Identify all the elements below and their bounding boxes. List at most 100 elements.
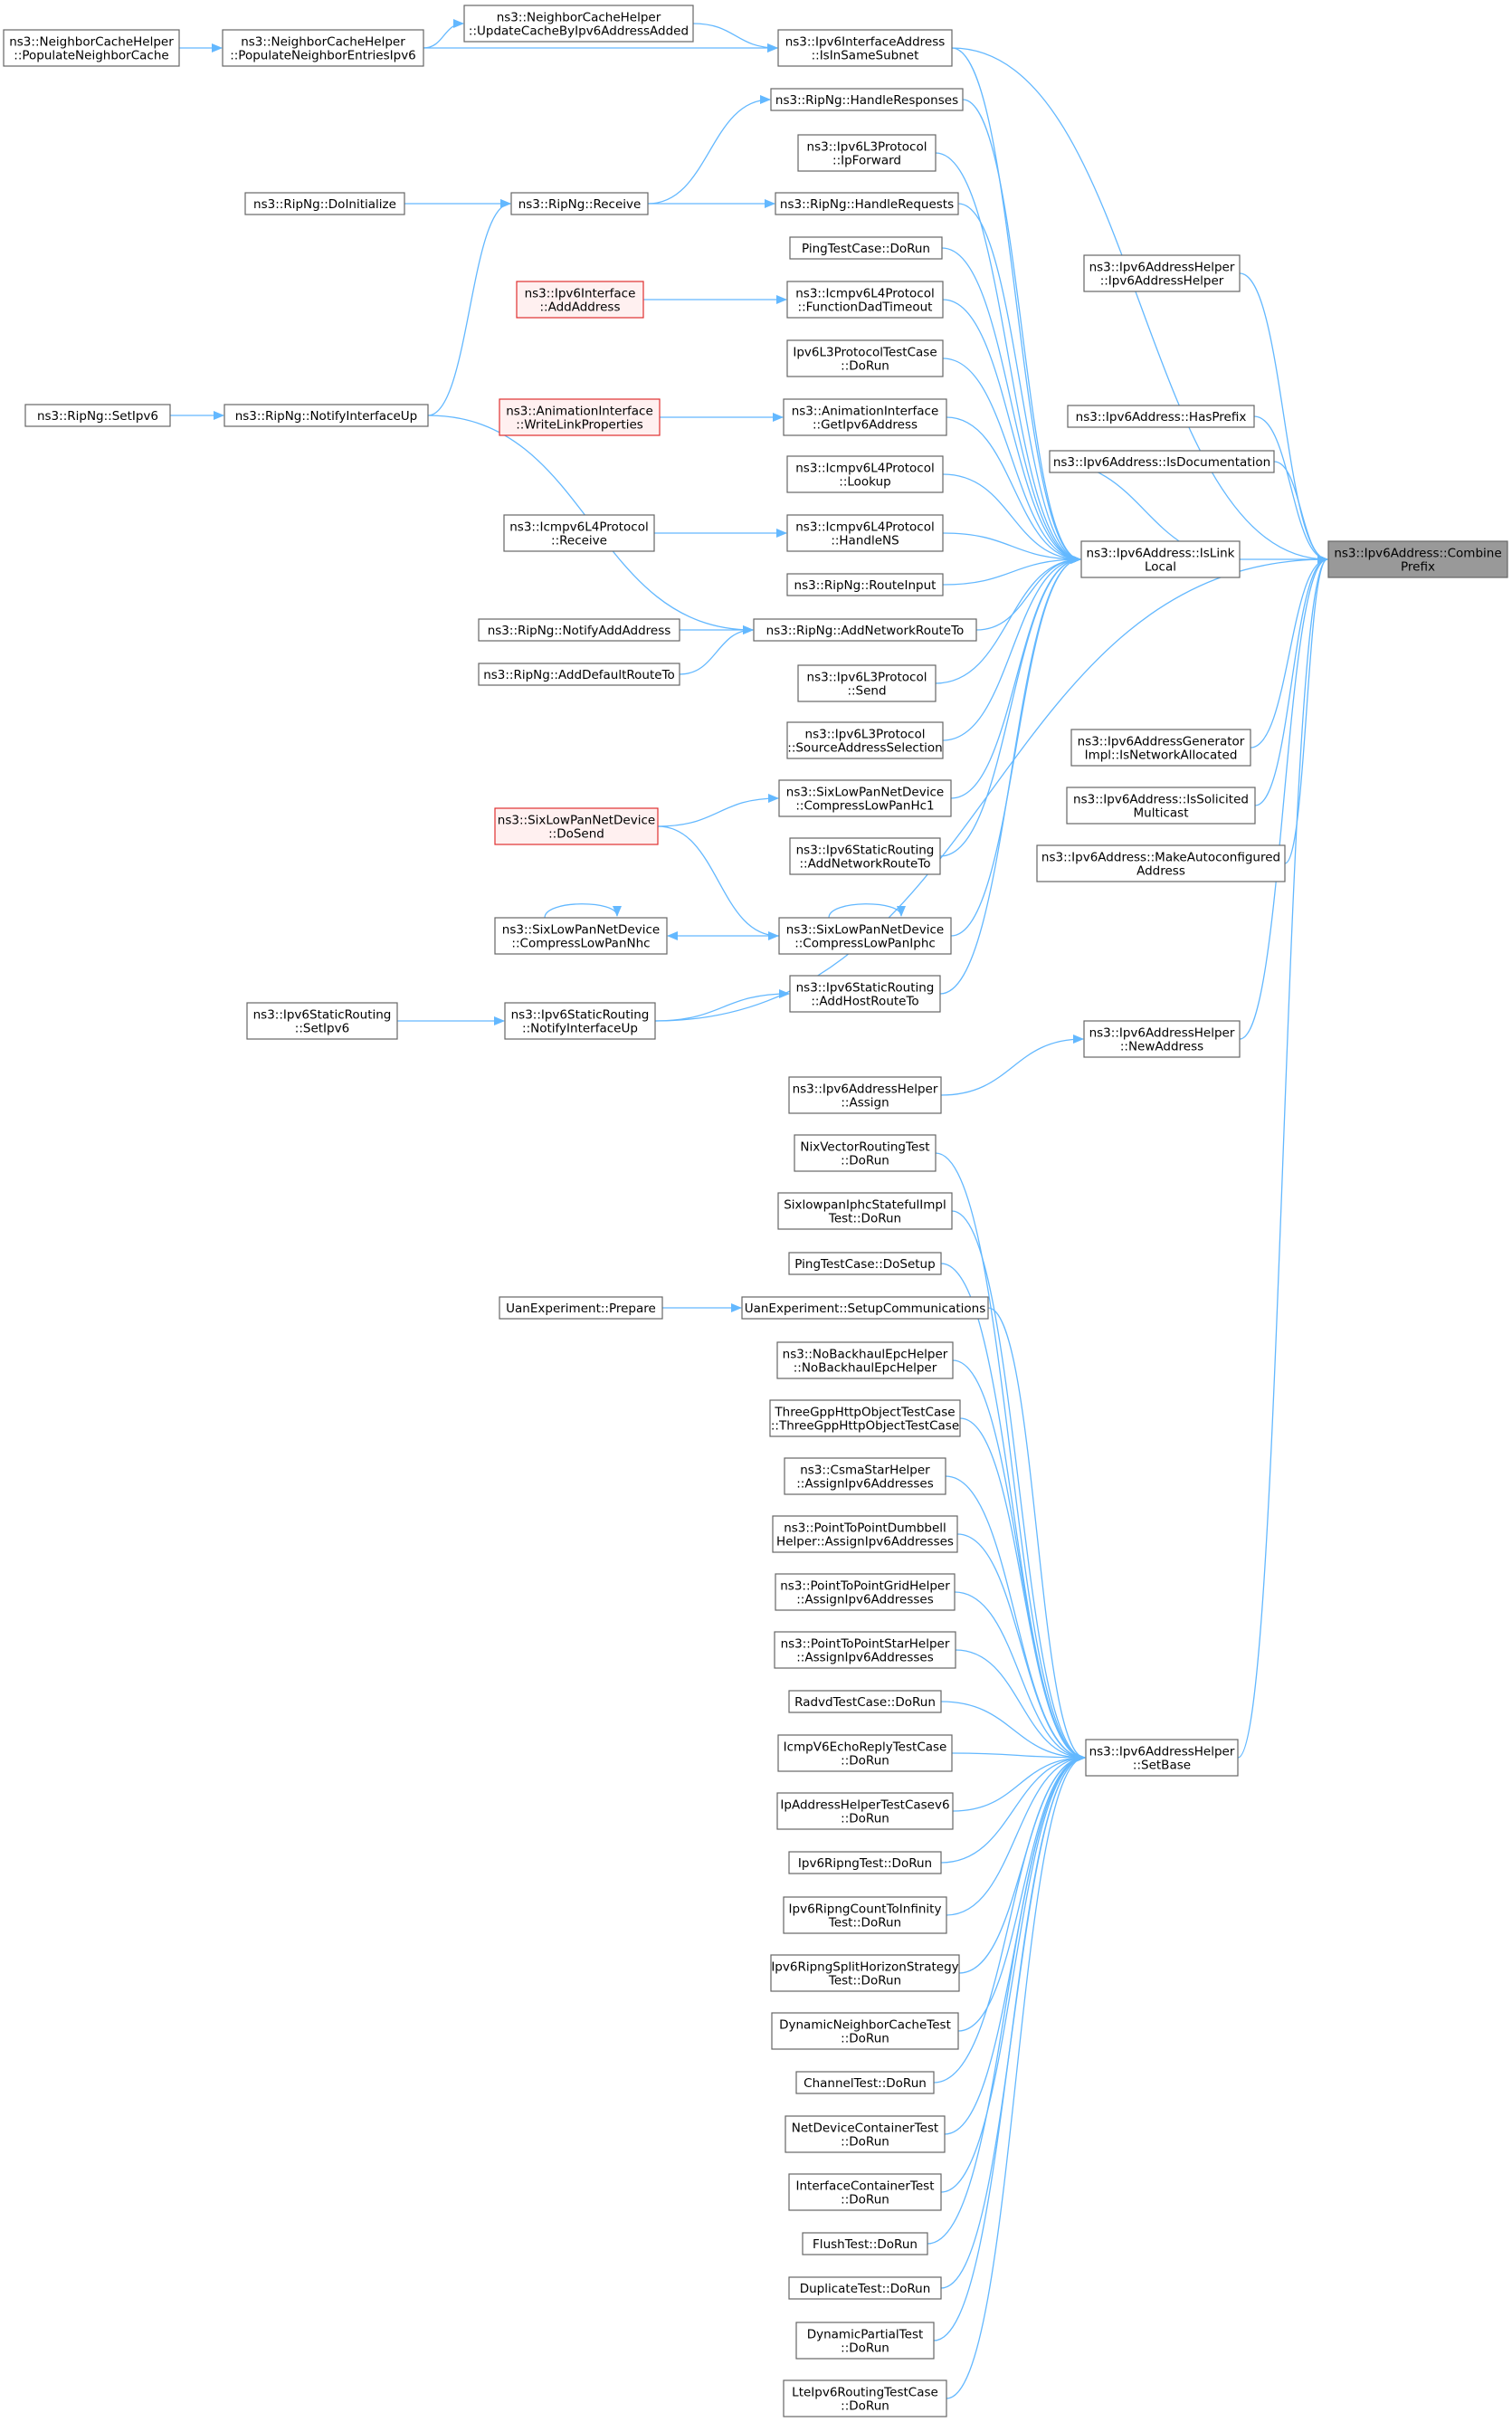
- node-addaddress[interactable]: ns3::Ipv6Interface::AddAddress: [516, 281, 644, 319]
- node-threegpp[interactable]: ThreeGppHttpObjectTestCase::ThreeGppHttp…: [769, 1399, 961, 1437]
- node-radvd[interactable]: RadvdTestCase::DoRun: [788, 1690, 942, 1713]
- node-box: [797, 134, 937, 172]
- node-p2pdumbbell[interactable]: ns3::PointToPointDumbbellHelper::AssignI…: [772, 1515, 958, 1553]
- node-isnetalloc[interactable]: ns3::Ipv6AddressGeneratorImpl::IsNetwork…: [1070, 729, 1251, 767]
- node-addnetroute[interactable]: ns3::RipNg::AddNetworkRouteTo: [753, 618, 977, 642]
- node-ripngtest[interactable]: Ipv6RipngTest::DoRun: [788, 1851, 942, 1874]
- node-layer: ns3::Ipv6Address::CombinePrefixns3::Ipv6…: [3, 5, 1508, 2417]
- node-channeltest[interactable]: ChannelTest::DoRun: [795, 2071, 935, 2094]
- node-notifyaddaddr[interactable]: ns3::RipNg::NotifyAddAddress: [478, 618, 680, 642]
- node-ipaddrhelper[interactable]: IpAddressHelperTestCasev6::DoRun: [776, 1792, 954, 1830]
- node-staticsetipv6[interactable]: ns3::Ipv6StaticRouting::SetIpv6: [246, 1002, 398, 1040]
- node-pingdorun[interactable]: PingTestCase::DoRun: [789, 236, 943, 260]
- node-box: [794, 1134, 937, 1172]
- node-handlens[interactable]: ns3::Icmpv6L4Protocol::HandleNS: [786, 514, 944, 552]
- node-duplicate[interactable]: DuplicateTest::DoRun: [788, 2276, 942, 2300]
- node-setupcomm[interactable]: UanExperiment::SetupCommunications: [741, 1296, 989, 1320]
- node-label: ns3::Ipv6Address::IsDocumentation: [1053, 455, 1270, 470]
- node-receive[interactable]: ns3::RipNg::Receive: [510, 192, 649, 215]
- edge-radvd-to-setbase: [940, 1701, 1086, 1762]
- node-iphc[interactable]: ns3::SixLowPanNetDevice::CompressLowPanI…: [778, 917, 952, 955]
- node-dynneigh[interactable]: DynamicNeighborCacheTest::DoRun: [771, 2012, 959, 2050]
- node-label: ::ThreeGppHttpObjectTestCase: [771, 1419, 959, 1434]
- node-adddefaultroute[interactable]: ns3::RipNg::AddDefaultRouteTo: [478, 663, 680, 686]
- node-label: ::SetIpv6: [295, 1022, 349, 1036]
- node-l3send[interactable]: ns3::Ipv6L3Protocol::Send: [797, 664, 937, 702]
- node-handleresponses[interactable]: ns3::RipNg::HandleResponses: [770, 88, 964, 111]
- node-dynpartial[interactable]: DynamicPartialTest::DoRun: [795, 2322, 935, 2360]
- node-uanprepare[interactable]: UanExperiment::Prepare: [499, 1296, 663, 1320]
- node-label: ::SetBase: [1133, 1759, 1191, 1773]
- node-nhc[interactable]: ns3::SixLowPanNetDevice::CompressLowPanN…: [494, 917, 668, 955]
- node-label: ns3::Ipv6L3Protocol: [805, 728, 926, 742]
- node-box: [784, 1457, 946, 1495]
- node-nobackhaul[interactable]: ns3::NoBackhaulEpcHelper::NoBackhaulEpcH…: [776, 1341, 954, 1379]
- node-helperctor[interactable]: ns3::Ipv6AddressHelper::Ipv6AddressHelpe…: [1083, 254, 1241, 292]
- node-staticaddnet[interactable]: ns3::Ipv6StaticRouting::AddNetworkRouteT…: [789, 837, 941, 875]
- node-nixdorun[interactable]: NixVectorRoutingTest::DoRun: [794, 1134, 937, 1172]
- node-label: ns3::SixLowPanNetDevice: [786, 786, 944, 800]
- node-hc1[interactable]: ns3::SixLowPanNetDevice::CompressLowPanH…: [778, 779, 952, 817]
- node-box: [1049, 450, 1275, 473]
- edge-ipaddrhelper-to-setbase: [952, 1753, 1086, 1812]
- node-dosend[interactable]: ns3::SixLowPanNetDevice::DoSend: [494, 807, 659, 845]
- node-label: ns3::RipNg::HandleRequests: [780, 197, 954, 212]
- node-ipforward[interactable]: ns3::Ipv6L3Protocol::IpForward: [797, 134, 937, 172]
- node-populateentries[interactable]: ns3::NeighborCacheHelper::PopulateNeighb…: [222, 29, 424, 67]
- node-csmastar[interactable]: ns3::CsmaStarHelper::AssignIpv6Addresses: [784, 1457, 946, 1495]
- node-box: [753, 618, 977, 642]
- node-p2pstar[interactable]: ns3::PointToPointStarHelper::AssignIpv6A…: [774, 1631, 956, 1669]
- node-issamesubnet[interactable]: ns3::Ipv6InterfaceAddress::IsInSameSubne…: [777, 29, 953, 67]
- node-writelink[interactable]: ns3::AnimationInterface::WriteLinkProper…: [499, 398, 661, 436]
- node-setipv6[interactable]: ns3::RipNg::SetIpv6: [24, 404, 171, 427]
- edge-issolicited-to-combine: [1254, 555, 1328, 806]
- node-doinitialize[interactable]: ns3::RipNg::DoInitialize: [244, 192, 405, 215]
- node-srcaddrsel[interactable]: ns3::Ipv6L3Protocol::SourceAddressSelect…: [786, 721, 944, 759]
- node-staticnotify[interactable]: ns3::Ipv6StaticRouting::NotifyInterfaceU…: [504, 1002, 656, 1040]
- node-lteipv6[interactable]: LteIpv6RoutingTestCase::DoRun: [783, 2379, 947, 2417]
- node-p2pgrid[interactable]: ns3::PointToPointGridHelper::AssignIpv6A…: [775, 1573, 956, 1611]
- node-box: [775, 192, 959, 215]
- edge-flush-to-setbase: [927, 1753, 1086, 2245]
- node-pingdosetup[interactable]: PingTestCase::DoSetup: [788, 1252, 942, 1275]
- node-label: ns3::Ipv6L3Protocol: [807, 671, 927, 685]
- node-l3dorun[interactable]: Ipv6L3ProtocolTestCase::DoRun: [786, 339, 944, 377]
- node-ifcont[interactable]: InterfaceContainerTest::DoRun: [788, 2173, 942, 2211]
- edge-makeauto-to-combine: [1284, 555, 1328, 864]
- edge-addnetroute-to-islinklocal: [975, 555, 1081, 631]
- node-lookup[interactable]: ns3::Icmpv6L4Protocol::Lookup: [786, 455, 944, 493]
- node-isdoc[interactable]: ns3::Ipv6Address::IsDocumentation: [1049, 450, 1275, 473]
- node-box: [777, 1192, 953, 1230]
- node-populatecache[interactable]: ns3::NeighborCacheHelper::PopulateNeighb…: [3, 29, 180, 67]
- node-netdevcont[interactable]: NetDeviceContainerTest::DoRun: [785, 2115, 946, 2153]
- node-setbase[interactable]: ns3::Ipv6AddressHelper::SetBase: [1085, 1739, 1239, 1777]
- node-addhost[interactable]: ns3::Ipv6StaticRouting::AddHostRouteTo: [789, 975, 941, 1013]
- node-funcdad[interactable]: ns3::Icmpv6L4Protocol::FunctionDadTimeou…: [786, 281, 944, 319]
- node-label: NixVectorRoutingTest: [800, 1140, 929, 1155]
- node-makeauto[interactable]: ns3::Ipv6Address::MakeAutoconfiguredAddr…: [1036, 844, 1286, 882]
- node-label: ns3::Icmpv6L4Protocol: [795, 287, 935, 301]
- node-routeinput[interactable]: ns3::RipNg::RouteInput: [786, 573, 944, 596]
- node-box: [786, 573, 944, 596]
- node-icmpecho[interactable]: IcmpV6EchoReplyTestCase::DoRun: [777, 1734, 953, 1772]
- node-label: ::IpForward: [832, 154, 901, 168]
- node-flush[interactable]: FlushTest::DoRun: [802, 2232, 928, 2255]
- node-icmpreceive[interactable]: ns3::Icmpv6L4Protocol::Receive: [503, 514, 655, 552]
- node-getipv6[interactable]: ns3::AnimationInterface::GetIpv6Address: [783, 398, 947, 436]
- node-hasprefix[interactable]: ns3::Ipv6Address::HasPrefix: [1067, 405, 1255, 428]
- node-handlerequests[interactable]: ns3::RipNg::HandleRequests: [775, 192, 959, 215]
- node-label: ns3::Ipv6Address::Combine: [1334, 547, 1501, 561]
- node-label: ::DoRun: [841, 2399, 889, 2414]
- node-updatecache[interactable]: ns3::NeighborCacheHelper::UpdateCacheByI…: [463, 5, 694, 43]
- node-assign[interactable]: ns3::Ipv6AddressHelper::Assign: [788, 1076, 942, 1114]
- node-newaddress[interactable]: ns3::Ipv6AddressHelper::NewAddress: [1083, 1020, 1241, 1058]
- node-label: PingTestCase::DoSetup: [794, 1257, 935, 1272]
- node-box: [788, 2173, 942, 2211]
- node-notifyup[interactable]: ns3::RipNg::NotifyInterfaceUp: [223, 404, 429, 427]
